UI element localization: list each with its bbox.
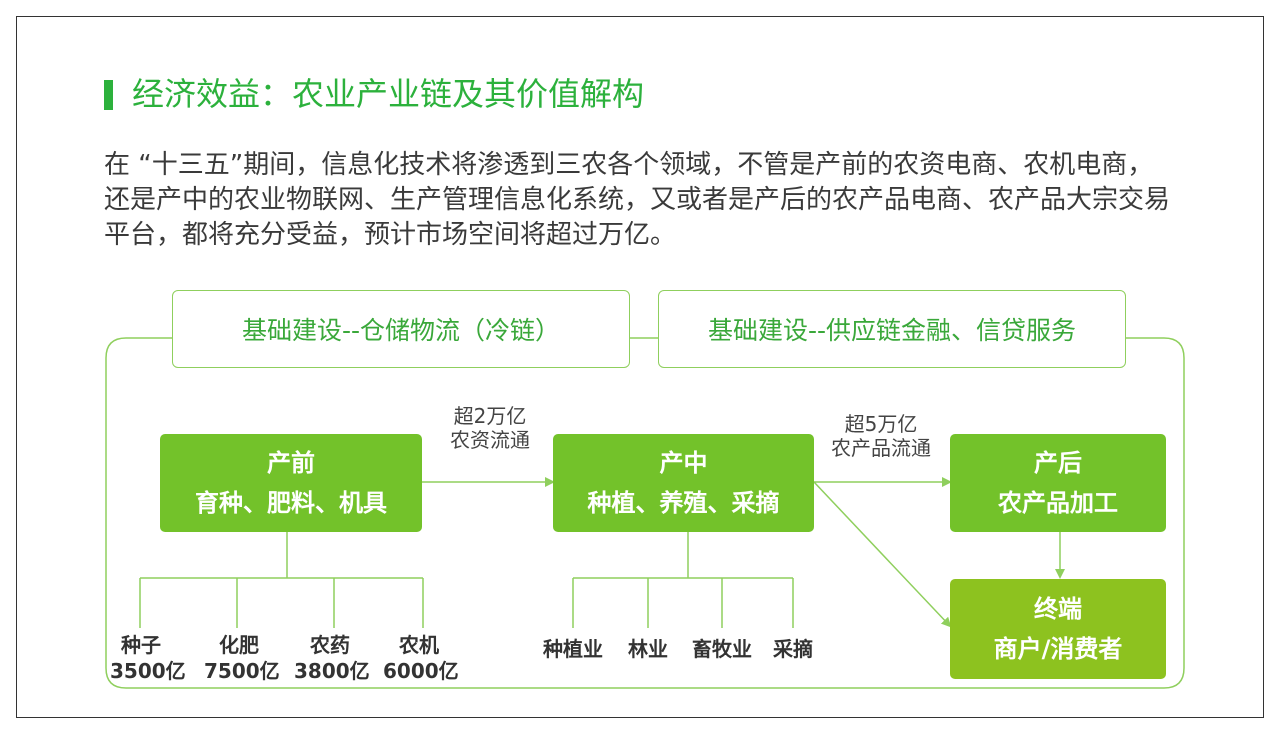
- flow-label-mid-to-post: 超5万亿 农产品流通: [818, 412, 944, 460]
- arrow-mid-to-terminal: [813, 481, 952, 628]
- pre-item-name: 农机: [399, 633, 439, 657]
- pre-item-value: 6000亿: [383, 659, 459, 683]
- infra-box-logistics: 基础建设--仓储物流（冷链）: [172, 290, 630, 368]
- stage-pre-box: 产前 育种、肥料、机具: [160, 434, 422, 532]
- mid-item: 畜牧业: [692, 637, 752, 661]
- stage-mid-subtitle: 种植、养殖、采摘: [587, 489, 780, 517]
- flow-label-type: 农资流通: [450, 428, 530, 452]
- intro-paragraph: 在 “十三五”期间，信息化技术将渗透到三农各个领域，不管是产前的农资电商、农机电…: [104, 150, 1171, 250]
- flow-label-pre-to-mid: 超2万亿 农资流通: [432, 404, 548, 452]
- pre-item-value: 3800亿: [294, 659, 370, 683]
- pre-item: 农药 3800亿: [294, 632, 370, 684]
- stage-post-box: 产后 农产品加工: [950, 434, 1166, 532]
- stage-pre-subtitle: 育种、肥料、机具: [195, 489, 387, 517]
- pre-item: 农机 6000亿: [383, 632, 459, 684]
- infra-box-finance: 基础建设--供应链金融、信贷服务: [658, 290, 1126, 368]
- stage-terminal-box: 终端 商户/消费者: [950, 579, 1166, 679]
- outer-frame: [105, 337, 1185, 689]
- flow-label-amount: 超2万亿: [453, 404, 527, 428]
- stage-terminal-subtitle: 商户/消费者: [993, 635, 1123, 663]
- title-accent-bar: [104, 80, 113, 110]
- pre-item-value: 3500亿: [110, 659, 186, 683]
- pre-item-value: 7500亿: [204, 659, 280, 683]
- flow-label-type: 农产品流通: [831, 436, 931, 460]
- stage-mid-box: 产中 种植、养殖、采摘: [553, 434, 814, 532]
- pre-item: 种子 3500亿: [110, 632, 186, 684]
- stage-post-title: 产后: [1034, 449, 1082, 477]
- pre-item-name: 化肥: [219, 633, 259, 657]
- stage-pre-title: 产前: [267, 449, 315, 477]
- page-title: 经济效益：农业产业链及其价值解构: [132, 75, 645, 113]
- stage-mid-title: 产中: [659, 449, 708, 477]
- mid-item: 林业: [628, 637, 668, 661]
- pre-item: 化肥 7500亿: [204, 632, 280, 684]
- mid-item: 种植业: [543, 637, 603, 661]
- stage-terminal-title: 终端: [1034, 595, 1082, 623]
- stage-post-subtitle: 农产品加工: [998, 489, 1118, 517]
- flow-label-amount: 超5万亿: [844, 412, 918, 436]
- mid-item: 采摘: [773, 637, 813, 661]
- pre-item-name: 种子: [121, 633, 161, 657]
- pre-item-name: 农药: [310, 633, 350, 657]
